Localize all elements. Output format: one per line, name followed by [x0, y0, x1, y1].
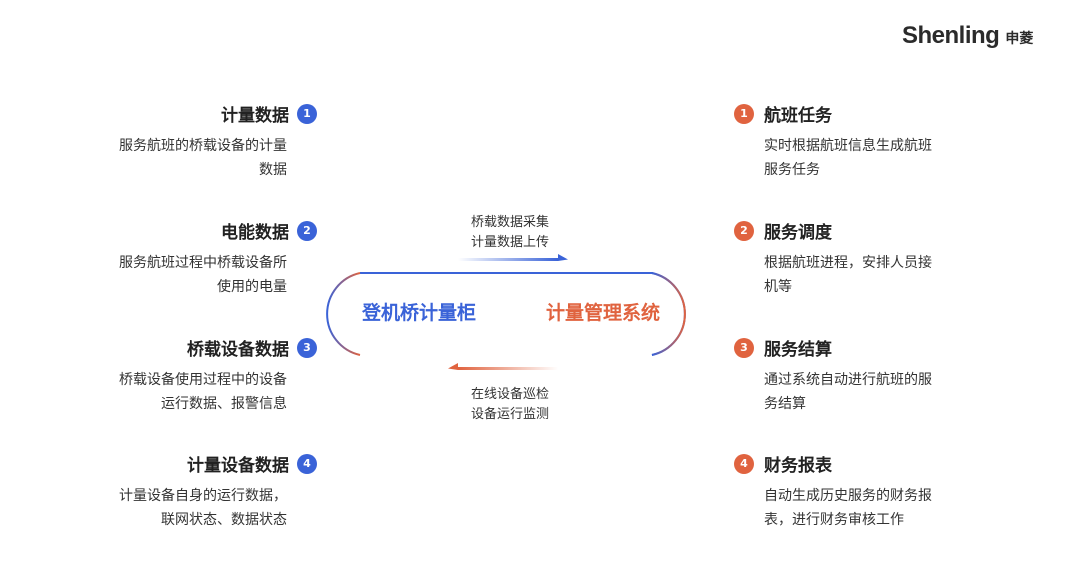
desc-line: 根据航班进程，安排人员接	[764, 255, 932, 271]
left-item-energy-data: 电能数据 2 服务航班过程中桥载设备所 使用的电量	[47, 218, 317, 299]
number-badge: 4	[734, 453, 754, 474]
left-item-meter-device-data: 计量设备数据 4 计量设备自身的运行数据， 联网状态、数据状态	[47, 451, 317, 532]
flow-line: 设备运行监测	[470, 407, 549, 422]
left-item-desc: 计量设备自身的运行数据， 联网状态、数据状态	[47, 484, 287, 532]
flow-line: 在线设备巡检	[470, 387, 549, 402]
brand-logo: Shenling 申菱	[902, 22, 1033, 50]
right-item-desc: 根据航班进程，安排人员接 机等	[764, 251, 974, 299]
right-item-service-dispatch: 2 服务调度 根据航班进程，安排人员接 机等	[734, 218, 974, 299]
flow-line: 计量数据上传	[470, 235, 549, 250]
left-item-title: 计量设备数据	[187, 456, 289, 476]
desc-line: 服务任务	[764, 162, 820, 178]
desc-line: 计量设备自身的运行数据，	[119, 488, 287, 504]
right-item-desc: 通过系统自动进行航班的服 务结算	[764, 368, 974, 416]
center-pill	[326, 272, 686, 356]
left-item-desc: 服务航班过程中桥载设备所 使用的电量	[47, 251, 287, 299]
right-item-desc: 自动生成历史服务的财务报 表，进行财务审核工作	[764, 484, 974, 532]
desc-line: 服务航班的桥载设备的计量	[119, 138, 287, 154]
brand-name-en: Shenling	[902, 22, 1000, 49]
center-flow-diagram	[326, 254, 686, 370]
right-item-title: 服务调度	[764, 223, 832, 243]
number-badge: 1	[297, 103, 317, 124]
desc-line: 使用的电量	[217, 279, 287, 295]
right-item-desc: 实时根据航班信息生成航班 服务任务	[764, 134, 974, 182]
number-badge: 4	[297, 453, 317, 474]
meter-management-system-label: 计量管理系统	[545, 302, 660, 324]
left-item-metering-data: 计量数据 1 服务航班的桥载设备的计量 数据	[47, 101, 317, 182]
desc-line: 桥载设备使用过程中的设备	[119, 372, 287, 388]
left-item-title: 计量数据	[221, 106, 289, 126]
monitor-arrow	[448, 363, 558, 370]
bridge-meter-cabinet-label: 登机桥计量柜	[361, 302, 476, 324]
desc-line: 服务航班过程中桥载设备所	[119, 255, 287, 271]
right-item-title: 服务结算	[764, 340, 832, 360]
number-badge: 1	[734, 103, 754, 124]
right-item-financial-report: 4 财务报表 自动生成历史服务的财务报 表，进行财务审核工作	[734, 451, 974, 532]
desc-line: 机等	[764, 279, 792, 295]
right-item-flight-task: 1 航班任务 实时根据航班信息生成航班 服务任务	[734, 101, 974, 182]
number-badge: 3	[734, 337, 754, 358]
upload-arrow	[458, 254, 568, 261]
top-flow-label: 桥载数据采集 计量数据上传	[410, 213, 610, 253]
number-badge: 2	[734, 220, 754, 241]
desc-line: 实时根据航班信息生成航班	[764, 138, 932, 154]
desc-line: 数据	[259, 162, 287, 178]
left-item-bridge-equipment-data: 桥载设备数据 3 桥载设备使用过程中的设备 运行数据、报警信息	[47, 335, 317, 416]
left-item-title: 电能数据	[221, 223, 289, 243]
left-item-desc: 桥载设备使用过程中的设备 运行数据、报警信息	[47, 368, 287, 416]
desc-line: 通过系统自动进行航班的服	[764, 372, 932, 388]
bottom-flow-label: 在线设备巡检 设备运行监测	[410, 385, 610, 425]
desc-line: 自动生成历史服务的财务报	[764, 488, 932, 504]
brand-name-cn: 申菱	[1005, 30, 1034, 47]
desc-line: 联网状态、数据状态	[161, 512, 287, 528]
desc-line: 表，进行财务审核工作	[764, 512, 904, 528]
right-item-title: 航班任务	[764, 106, 832, 126]
right-item-service-settlement: 3 服务结算 通过系统自动进行航班的服 务结算	[734, 335, 974, 416]
number-badge: 3	[297, 337, 317, 358]
left-item-desc: 服务航班的桥载设备的计量 数据	[47, 134, 287, 182]
right-item-title: 财务报表	[764, 456, 832, 476]
flow-line: 桥载数据采集	[470, 215, 549, 230]
left-item-title: 桥载设备数据	[187, 340, 289, 360]
desc-line: 务结算	[764, 396, 806, 412]
desc-line: 运行数据、报警信息	[161, 396, 287, 412]
number-badge: 2	[297, 220, 317, 241]
